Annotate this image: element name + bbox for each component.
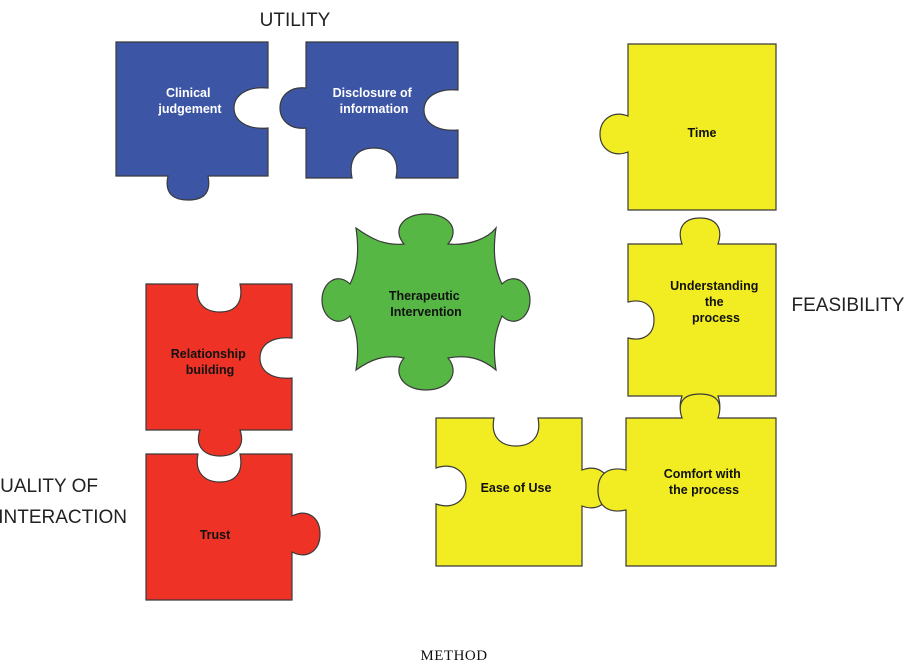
piece-trust-shape — [145, 453, 321, 601]
piece-understanding-label: Understanding the process — [670, 279, 762, 325]
piece-disclosure-shape — [279, 41, 459, 179]
piece-trust: Trust — [145, 453, 321, 601]
piece-trust-label: Trust — [200, 528, 231, 542]
piece-understanding-the-process: Understanding the process — [627, 217, 777, 423]
piece-therapeutic-shape — [321, 213, 531, 391]
piece-ease-label: Ease of Use — [481, 481, 552, 495]
piece-relationship-label: Relationship building — [171, 347, 250, 377]
group-label-quality-line1: QUALITY OF — [0, 476, 98, 497]
piece-clinical-judgement: Clinical judgement — [115, 41, 269, 201]
piece-therapeutic-intervention: Therapeutic Intervention — [321, 213, 531, 391]
piece-ease-of-use: Ease of Use — [435, 417, 611, 567]
piece-time-shape — [599, 43, 777, 211]
piece-disclosure-of-information: Disclosure of information — [279, 41, 459, 179]
group-label-feasibility: FEASIBILITY — [792, 295, 905, 316]
piece-clinical-judgement-shape — [115, 41, 269, 201]
piece-disclosure-label: Disclosure of information — [333, 86, 416, 116]
piece-comfort-shape — [597, 393, 777, 567]
group-label-utility: UTILITY — [260, 10, 331, 31]
piece-therapeutic-label: Therapeutic Intervention — [389, 289, 463, 319]
piece-relationship-shape — [145, 283, 293, 457]
piece-time: Time — [599, 43, 777, 211]
piece-comfort-label: Comfort with the process — [664, 467, 745, 497]
caption-method: METHOD — [420, 648, 487, 664]
piece-time-label: Time — [688, 126, 717, 140]
group-label-quality-line2: INTERACTION — [0, 507, 127, 528]
piece-comfort-with-the-process: Comfort with the process — [597, 393, 777, 567]
piece-relationship-building: Relationship building — [145, 283, 293, 457]
piece-clinical-judgement-label: Clinical judgement — [157, 86, 222, 116]
